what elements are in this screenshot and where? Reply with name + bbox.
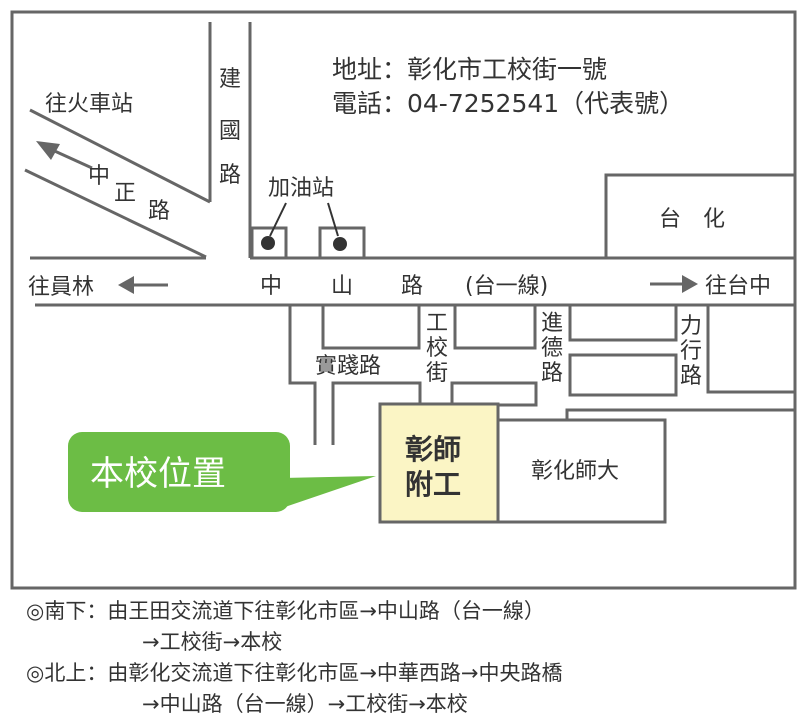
road-label-jianguo-1: 建 xyxy=(219,67,241,92)
block-g xyxy=(565,408,795,420)
label-to-taichung: 往台中 xyxy=(705,274,771,299)
road-label-jianguo-3: 路 xyxy=(219,163,241,188)
road-label-lixing-1: 力 xyxy=(680,314,702,339)
block-a xyxy=(321,303,421,350)
label-gas-station: 加油站 xyxy=(268,176,334,201)
arrow-to-yuanlin-icon xyxy=(118,276,168,294)
gas-station-pointer-1 xyxy=(269,202,287,237)
road-label-shijian: 實踐路 xyxy=(315,354,381,379)
shijian-road-west-edge xyxy=(288,305,317,445)
block-e xyxy=(450,381,538,407)
label-to-yuanlin: 往員林 xyxy=(28,275,94,300)
road-label-jinde-2: 德 xyxy=(541,336,563,361)
route-north-line1: ◎北上：由彰化交流道下往彰化市區→中華西路→中央路橋 xyxy=(26,661,563,685)
label-ncue: 彰化師大 xyxy=(531,459,619,484)
road-label-zhongshan-1: 中 xyxy=(260,274,282,299)
road-label-lixing-2: 行 xyxy=(680,339,702,364)
callout-box xyxy=(68,432,290,512)
gas-station-marker-2 xyxy=(333,237,347,251)
block-c xyxy=(568,303,678,342)
road-label-gongxiao-1: 工 xyxy=(426,311,448,336)
road-label-zhongzheng-1: 中 xyxy=(88,164,110,189)
block-b xyxy=(453,303,537,350)
address-text: 地址：彰化市工校街一號 xyxy=(332,55,607,84)
zhongzheng-road-upper-edge xyxy=(29,108,211,204)
road-label-jianguo-2: 國 xyxy=(219,119,241,144)
phone-text: 電話：04-7252541（代表號） xyxy=(332,89,684,118)
school-campus xyxy=(378,402,500,524)
arrow-to-taichung-icon xyxy=(650,275,698,293)
route-south-line2: →工校街→本校 xyxy=(142,630,283,654)
road-label-zhongshan-4: (台一線) xyxy=(465,274,548,299)
arrow-to-train-station-icon xyxy=(36,141,93,170)
road-label-jinde-3: 路 xyxy=(541,361,563,386)
school-label-line1: 彰師 xyxy=(405,433,461,466)
taihua-building xyxy=(604,173,797,260)
gas-station-marker-1 xyxy=(261,236,275,250)
campus-location-map: 地址：彰化市工校街一號 電話：04-7252541（代表號） 往火車站 往員林 … xyxy=(10,10,797,590)
gas-station-box-2 xyxy=(318,226,366,260)
road-label-zhongshan-2: 山 xyxy=(331,274,353,299)
road-label-zhongzheng-2: 正 xyxy=(114,181,136,206)
zhongzheng-road-lower-edge xyxy=(24,168,207,259)
road-label-zhongshan-3: 路 xyxy=(401,274,423,299)
gas-station-pointer-2 xyxy=(327,202,339,237)
block-d xyxy=(568,353,678,397)
callout-pointer xyxy=(282,476,376,508)
block-f xyxy=(706,305,795,394)
school-label-line2: 附工 xyxy=(405,468,461,501)
label-to-train-station: 往火車站 xyxy=(45,92,133,117)
road-label-lixing-3: 路 xyxy=(680,364,702,389)
route-north-line2: →中山路（台一線）→工校街→本校 xyxy=(142,692,468,716)
road-label-zhongzheng-3: 路 xyxy=(148,199,170,224)
callout-label: 本校位置 xyxy=(90,454,226,494)
shijian-road-east-edge xyxy=(331,381,422,445)
road-label-jinde-1: 進 xyxy=(541,311,563,336)
road-label-gongxiao-3: 街 xyxy=(426,361,448,386)
road-label-gongxiao-2: 校 xyxy=(426,336,448,361)
route-south-line1: ◎南下：由王田交流道下往彰化市區→中山路（台一線） xyxy=(26,599,545,623)
label-taihua: 台 化 xyxy=(659,207,725,232)
